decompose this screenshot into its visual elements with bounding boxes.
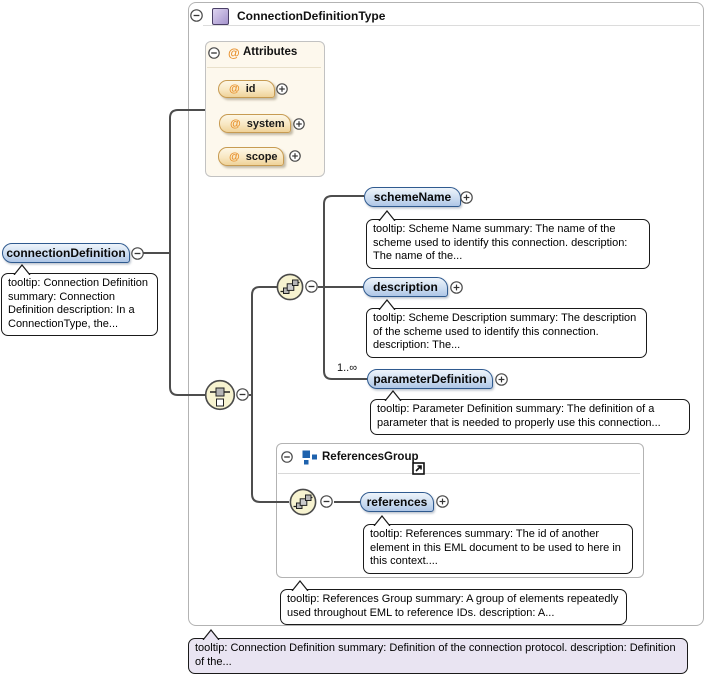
attributes-header-separator [207,67,321,68]
element-name: connectionDefinition [6,246,126,260]
tooltip-pointer [291,580,309,591]
element-schemeName[interactable]: schemeName [364,187,461,207]
sequence-compositor-icon[interactable] [204,379,236,411]
minus-icon [208,47,220,59]
minus-icon [320,495,333,508]
tooltip-pointer [384,390,402,401]
tooltip-pointer [202,629,220,640]
tooltip-schemeName: tooltip: Scheme Name summary: The name o… [366,210,650,269]
attribute-system[interactable]: @ system [219,114,291,133]
references-group-title: ReferencesGroup [322,451,419,463]
group-icon [302,450,317,465]
occurrence-label: 1..∞ [337,362,358,374]
element-description[interactable]: description [363,277,448,297]
tooltip-pointer [13,264,31,275]
plus-icon [495,373,508,386]
attribute-at-icon: @ [228,46,240,60]
minus-icon [281,451,293,463]
expand-references-button[interactable] [436,495,449,508]
plus-icon [436,495,449,508]
collapse-attributes-button[interactable] [208,47,220,59]
element-name: references [366,495,428,509]
minus-icon [305,280,318,293]
collapse-inner-sequence-button[interactable] [305,280,318,293]
element-name: parameterDefinition [373,372,487,386]
expand-system-button[interactable] [293,118,305,130]
expand-scope-button[interactable] [289,150,301,162]
attribute-name: scope [245,150,278,163]
tooltip-pointer [378,210,396,221]
attribute-scope[interactable]: @ scope [218,147,284,166]
tooltip-pointer [378,299,396,310]
element-name: description [373,280,438,294]
minus-icon [131,247,144,260]
collapse-referencesGroup-button[interactable] [281,451,293,463]
element-name: schemeName [373,190,452,204]
attribute-id[interactable]: @ id [218,80,275,98]
references-group-header-separator [278,473,640,474]
plus-icon [460,191,473,204]
collapse-sequence-button[interactable] [236,388,249,401]
plus-icon [450,281,463,294]
at-icon: @ [230,117,241,130]
minus-icon [190,9,203,22]
tooltip-connectionDefinitionType: tooltip: Connection Definition summary: … [188,629,688,674]
element-references[interactable]: references [360,492,434,512]
tooltip-references: tooltip: References summary: The id of a… [363,515,633,574]
at-icon: @ [229,150,240,163]
complex-type-icon [212,8,229,25]
collapse-connectionDefinition-button[interactable] [131,247,144,260]
plus-icon [276,83,288,95]
at-icon: @ [229,83,240,95]
sequence-compositor-icon[interactable] [289,488,317,516]
expand-schemeName-button[interactable] [460,191,473,204]
collapse-references-sequence-button[interactable] [320,495,333,508]
element-connectionDefinition[interactable]: connectionDefinition [2,243,130,263]
tooltip-referencesGroup: tooltip: References Group summary: A gro… [280,580,627,625]
expand-description-button[interactable] [450,281,463,294]
tooltip-connectionDefinition: tooltip: Connection Definition summary: … [1,264,158,336]
expand-id-button[interactable] [276,83,288,95]
element-parameterDefinition[interactable]: parameterDefinition [367,369,493,389]
sequence-compositor-icon[interactable] [276,273,304,301]
attribute-name: id [245,83,256,95]
minus-icon [236,388,249,401]
tooltip-description: tooltip: Scheme Description summary: The… [366,299,647,358]
complex-type-title: ConnectionDefinitionType [237,9,386,23]
tooltip-parameterDefinition: tooltip: Parameter Definition summary: T… [370,390,690,435]
collapse-type-button[interactable] [190,9,203,22]
plus-icon [293,118,305,130]
expand-parameterDefinition-button[interactable] [495,373,508,386]
plus-icon [289,150,301,162]
attributes-title: Attributes [243,46,298,58]
complex-type-header-separator [203,25,700,26]
attribute-name: system [246,117,285,130]
goto-definition-icon[interactable] [412,462,425,475]
tooltip-pointer [373,515,391,526]
